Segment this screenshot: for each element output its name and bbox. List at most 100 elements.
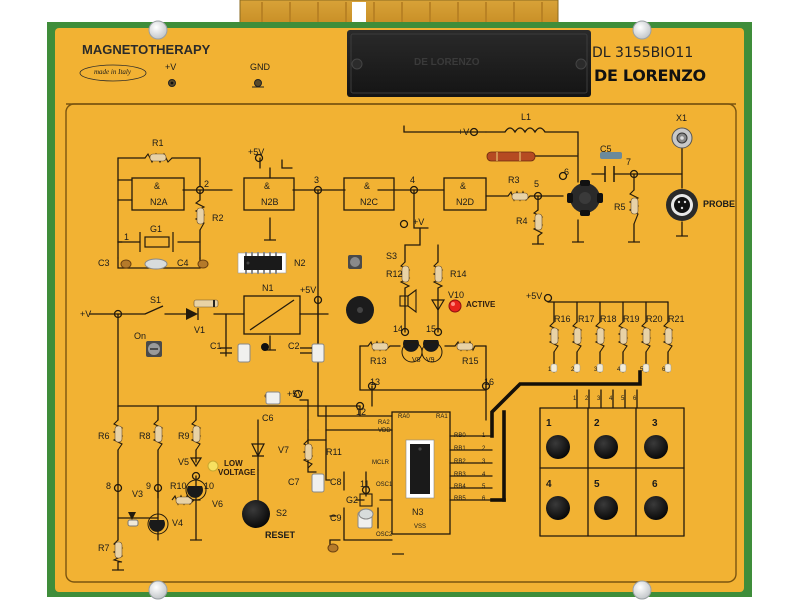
power-transistor [567,180,603,216]
label-r5: R5 [614,202,626,212]
reset-button[interactable] [242,500,270,528]
label-r4: R4 [516,216,528,226]
tp-label-11: 11 [360,479,370,489]
keypad-key-6[interactable] [644,496,668,520]
test-point-6[interactable] [559,172,567,180]
label-r2: R2 [212,213,224,223]
key-label-4: 4 [546,479,552,490]
test-point-2[interactable] [196,186,204,194]
active-label: ACTIVE [466,300,496,309]
data-bus [490,370,642,502]
board-title: MAGNETOTHERAPY [82,42,211,57]
tp-label-14: 14 [393,324,404,334]
bus-pin-3: 3 [482,459,486,465]
plus5v-label-mcu: +5V [287,389,304,399]
test-point-14[interactable] [401,328,409,336]
logic-gates [131,177,487,335]
label-c5: C5 [600,144,612,154]
buzzer [346,288,417,324]
led-active [430,299,462,313]
bus-column-6: 6 [633,396,637,402]
bus-column-4: 4 [609,396,613,402]
gate-n2c-amp: & [364,181,371,191]
test-point-7[interactable] [630,170,638,178]
label-c6: C6 [262,413,274,423]
label-r19: R19 [623,314,640,324]
chip-n3 [391,411,451,535]
label-r17: R17 [578,314,595,324]
gnd-socket[interactable] [253,78,263,88]
test-point-5[interactable] [534,192,542,200]
pin-osc2: OSC2 [376,532,393,538]
label-n2: N2 [294,258,306,268]
vplus-connector [168,79,176,87]
label-r13: R13 [370,356,387,366]
test-point-4[interactable] [410,186,418,194]
tp-label-1: 1 [124,232,130,242]
label-v7: V7 [278,445,290,455]
x1-socket[interactable] [672,128,692,148]
label-n1: N1 [262,283,274,293]
test-point-10[interactable] [192,472,200,480]
gnd-connector [252,79,264,88]
gnd-connector-label: GND [250,62,270,72]
power-switch-s1[interactable] [145,340,163,358]
bus-pin-4: 4 [482,472,486,478]
label-l1: L1 [521,112,532,122]
keypad-key-5[interactable] [594,496,618,520]
keypad-key-3[interactable] [644,435,668,459]
key-label-6: 6 [652,479,658,490]
bus-column-5: 5 [621,396,625,402]
low-voltage-label-1: LOW [224,459,243,468]
ladder-pin-6: 6 [662,367,666,373]
test-point-12[interactable] [356,402,364,410]
reset-button-s2 [242,500,270,528]
pin-vdd: VDD [378,428,391,434]
capacitor-c5 [600,152,622,182]
keypad-key-4[interactable] [546,496,570,520]
keypad-keys [546,435,668,520]
test-point-13[interactable] [368,382,376,390]
label-v10: V10 [448,290,465,300]
gate-n2d-amp: & [460,181,467,191]
pin-mclr: MCLR [372,460,390,466]
gate-n2d-label: N2D [456,197,475,207]
tp-label-5: 5 [534,179,540,189]
crystal-g1 [139,232,174,270]
plus5v-label-top: +5V [248,147,265,157]
label-v1: V1 [194,325,206,335]
tp-label-13: 13 [370,377,381,387]
vplus-label-left: +V [80,309,92,319]
pin-rb3: RB3 [454,472,466,478]
label-r18: R18 [600,314,617,324]
transistors-v8-v9 [401,340,443,363]
test-point-11[interactable] [362,486,370,494]
label-r15: R15 [462,356,479,366]
test-point-3[interactable] [314,186,322,194]
pin-osc1: OSC1 [376,482,393,488]
edge-connector-fingers [261,2,543,24]
plus5v-label-reg: +5V [300,285,317,295]
selector-switch-s3[interactable] [347,254,363,270]
test-point-15[interactable] [434,328,442,336]
test-point-16[interactable] [482,382,490,390]
pin-rb1: RB1 [454,446,466,452]
label-v6: V6 [212,499,224,509]
keypad-key-1[interactable] [546,435,570,459]
tp-label-9: 9 [146,481,152,491]
tp-label-8: 8 [106,481,112,491]
label-s1: S1 [150,295,162,305]
tp-label-2: 2 [204,179,210,189]
label-g2: G2 [346,495,359,505]
test-point-9[interactable] [154,484,162,492]
probe-socket[interactable] [666,189,698,221]
test-point-8[interactable] [114,484,122,492]
key-label-1: 1 [546,418,552,429]
label-r10: R10 [170,481,187,491]
probe-connector [666,189,698,221]
vplus-socket[interactable] [167,78,177,88]
x1-bnc-connector [671,127,693,149]
switch-s1-symbol [144,305,164,315]
keypad-key-2[interactable] [594,435,618,459]
